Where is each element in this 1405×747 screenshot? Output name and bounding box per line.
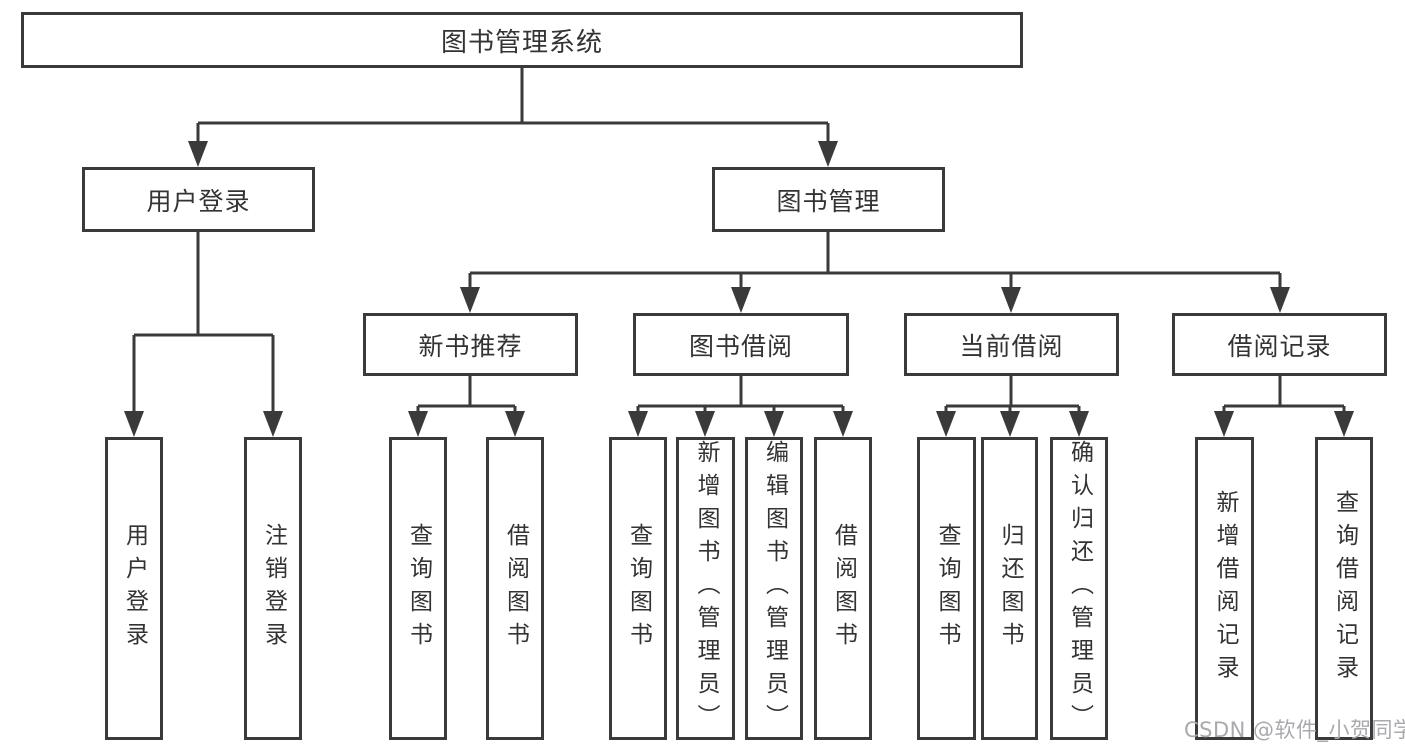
arrow-down-icon: [628, 411, 648, 437]
arrow-down-icon: [1000, 411, 1020, 437]
leaf-records-add-record: 新增借阅记录: [1195, 437, 1254, 740]
leaf-logout: 注销登录: [244, 437, 302, 740]
node-root: 图书管理系统: [21, 12, 1023, 68]
node-current-borrowing-label: 当前借阅: [959, 331, 1064, 361]
leaf-records-query-record-label: 查询借阅记录: [1331, 489, 1358, 688]
connector-book-borrow-to-leaves: [628, 376, 853, 437]
leaf-current-confirm-return-admin: 确认归还（管理员）: [1050, 437, 1108, 740]
leaf-newbook-borrow-books: 借阅图书: [486, 437, 544, 740]
arrow-down-icon: [818, 141, 838, 167]
leaf-newbook-query-books-label: 查询图书: [405, 522, 432, 655]
node-book-management-label: 图书管理: [776, 186, 881, 216]
leaf-borrow-borrow-books: 借阅图书: [814, 437, 872, 740]
node-current-borrowing: 当前借阅: [904, 313, 1119, 376]
node-book-borrowing: 图书借阅: [633, 313, 849, 376]
leaf-borrow-edit-books-admin-label: 编辑图书（管理员）: [761, 440, 788, 737]
leaf-newbook-borrow-books-label: 借阅图书: [502, 522, 529, 655]
leaf-borrow-edit-books-admin: 编辑图书（管理员）: [745, 437, 803, 740]
arrow-down-icon: [936, 411, 956, 437]
leaf-records-query-record: 查询借阅记录: [1315, 437, 1373, 740]
arrow-down-icon: [1069, 411, 1089, 437]
node-book-management: 图书管理: [712, 167, 945, 232]
leaf-records-add-record-label: 新增借阅记录: [1212, 489, 1238, 688]
leaf-borrow-query-books: 查询图书: [609, 437, 667, 740]
leaf-logout-label: 注销登录: [260, 522, 287, 655]
connector-root-to-level2: [188, 68, 838, 167]
leaf-current-return-books-label: 归还图书: [997, 522, 1023, 655]
connector-current-borrow-to-leaves: [936, 376, 1089, 437]
arrow-down-icon: [263, 411, 283, 437]
csdn-watermark: CSDN @软件_小贺同学: [1184, 718, 1405, 742]
connector-records-to-leaves: [1214, 376, 1354, 437]
leaf-current-query-books: 查询图书: [917, 437, 976, 740]
node-new-book-recommendation-label: 新书推荐: [418, 331, 523, 361]
connector-book-management-to-level3: [460, 232, 1290, 313]
leaf-current-return-books: 归还图书: [981, 437, 1038, 740]
node-root-label: 图书管理系统: [440, 27, 603, 58]
leaf-borrow-add-books-admin: 新增图书（管理员）: [676, 437, 735, 740]
node-book-borrowing-label: 图书借阅: [688, 331, 793, 361]
arrow-down-icon: [731, 287, 751, 313]
arrow-down-icon: [188, 141, 208, 167]
arrow-down-icon: [1334, 411, 1354, 437]
leaf-borrow-query-books-label: 查询图书: [625, 522, 652, 655]
leaf-current-confirm-return-admin-label: 确认归还（管理员）: [1066, 440, 1093, 737]
node-user-login-label: 用户登录: [146, 186, 251, 216]
connector-user-login-to-leaves: [124, 232, 283, 437]
arrow-down-icon: [124, 411, 144, 437]
arrow-down-icon: [460, 287, 480, 313]
leaf-borrow-borrow-books-label: 借阅图书: [830, 522, 857, 655]
node-new-book-recommendation: 新书推荐: [363, 313, 578, 376]
leaf-borrow-add-books-admin-label: 新增图书（管理员）: [693, 440, 719, 737]
arrow-down-icon: [764, 411, 784, 437]
node-borrowing-records-label: 借阅记录: [1227, 331, 1332, 361]
arrow-down-icon: [1270, 287, 1290, 313]
leaf-newbook-query-books: 查询图书: [389, 437, 447, 740]
node-user-login: 用户登录: [82, 167, 315, 232]
leaf-user-login: 用户登录: [105, 437, 163, 740]
arrow-down-icon: [833, 411, 853, 437]
arrow-down-icon: [505, 411, 525, 437]
leaf-current-query-books-label: 查询图书: [934, 522, 960, 655]
arrow-down-icon: [408, 411, 428, 437]
arrow-down-icon: [695, 411, 715, 437]
leaf-user-login-label: 用户登录: [121, 522, 148, 655]
node-borrowing-records: 借阅记录: [1172, 313, 1387, 376]
arrow-down-icon: [1001, 287, 1021, 313]
arrow-down-icon: [1214, 411, 1234, 437]
connector-new-book-to-leaves: [408, 376, 525, 437]
